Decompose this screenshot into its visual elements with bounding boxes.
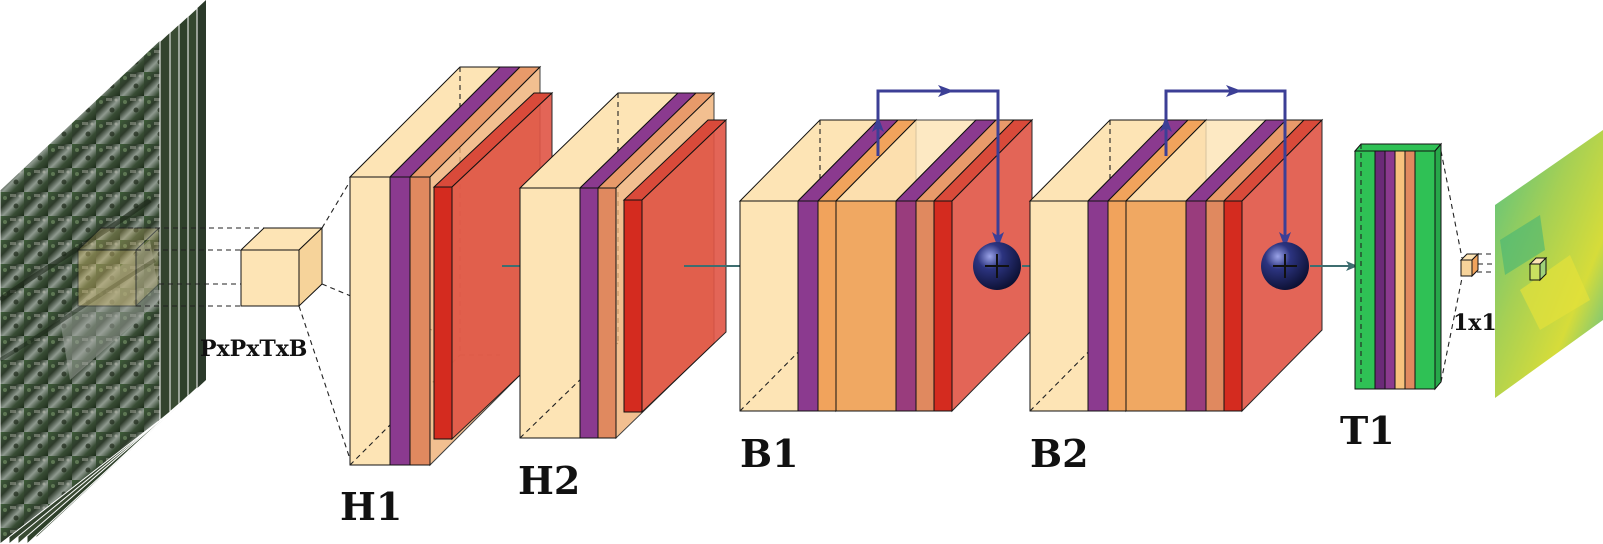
- block-h1: [348, 65, 554, 467]
- patch-projection-lines: [101, 227, 264, 307]
- input-patch-cube: [76, 226, 161, 308]
- sum-icon: [973, 242, 1021, 290]
- t1-label: T1: [1340, 408, 1395, 453]
- h1-label: H1: [340, 484, 402, 529]
- output-map: [1495, 130, 1603, 398]
- skip-connection-b2: [1160, 85, 1291, 248]
- h2-label: H2: [518, 458, 580, 503]
- sum-icon: [1261, 242, 1309, 290]
- output-pixel-cube: [1459, 252, 1480, 278]
- block-b1: [738, 118, 1034, 413]
- block-t1: [1353, 142, 1443, 391]
- b1-label: B1: [740, 431, 799, 476]
- patch-cube: [239, 226, 324, 308]
- input-image-stack: [0, 0, 206, 544]
- output-patch-label: 1x1: [1453, 310, 1497, 336]
- skip-connection-b1: [872, 85, 1004, 248]
- input-patch-label: PxPxTxB: [200, 336, 307, 362]
- b2-label: B2: [1030, 431, 1089, 476]
